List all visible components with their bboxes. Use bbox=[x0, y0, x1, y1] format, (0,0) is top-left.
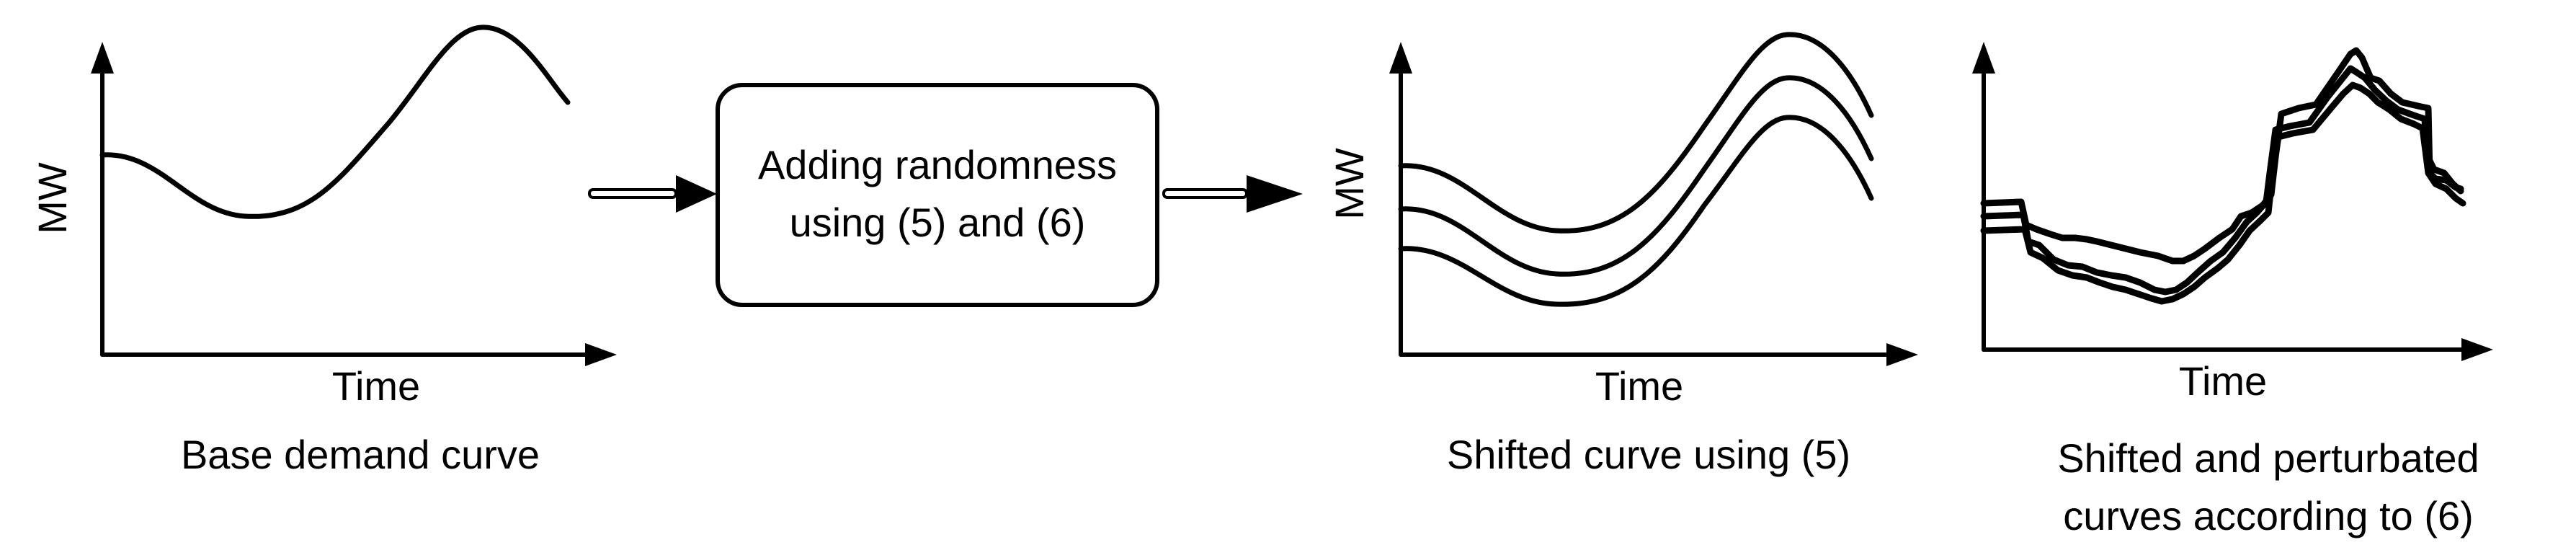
x-axis-arrowhead-base bbox=[585, 343, 617, 366]
process-box-frame bbox=[716, 83, 1159, 307]
panel-shifted: MW Time Shifted curve using (5) bbox=[1327, 32, 1918, 477]
perturbed-curve-lower bbox=[1980, 81, 2466, 305]
shifted-curve-lower bbox=[1398, 115, 1874, 307]
caption-shifted: Shifted curve using (5) bbox=[1447, 432, 1850, 477]
process-box-line2: using (5) and (6) bbox=[790, 200, 1086, 245]
shifted-curve-middle bbox=[1398, 75, 1874, 277]
panel-perturbed: Time Shifted and perturbated curves acco… bbox=[1972, 42, 2493, 538]
flow-arrow-shaft-1 bbox=[588, 188, 677, 199]
y-axis-arrowhead-base bbox=[91, 42, 114, 74]
flow-arrow-shaft-2 bbox=[1162, 188, 1248, 199]
y-axis-arrowhead-perturbed bbox=[1972, 42, 1995, 74]
x-axis-arrowhead-perturbed bbox=[2461, 338, 2493, 361]
perturbed-curve-middle bbox=[1980, 65, 2464, 296]
flow-arrow-2 bbox=[1162, 175, 1303, 213]
base-demand-curve bbox=[99, 25, 571, 219]
y-axis-label-shifted: MW bbox=[1327, 148, 1372, 220]
caption-base-demand: Base demand curve bbox=[181, 432, 540, 477]
x-axis-label-perturbed: Time bbox=[2179, 358, 2267, 404]
flow-arrow-1 bbox=[588, 175, 717, 213]
flow-arrow-head-2 bbox=[1247, 175, 1303, 213]
caption-perturbed-line2: curves according to (6) bbox=[2063, 493, 2474, 538]
y-axis-arrowhead-shifted bbox=[1389, 42, 1412, 74]
y-axis-label-base: MW bbox=[30, 162, 75, 234]
panel-base-demand: MW Time Base demand curve bbox=[30, 25, 617, 477]
x-axis-label-shifted: Time bbox=[1595, 363, 1683, 409]
x-axis-arrowhead-shifted bbox=[1886, 343, 1918, 366]
x-axis-label-base: Time bbox=[332, 363, 420, 409]
shifted-curve-upper bbox=[1398, 32, 1874, 234]
process-box-line1: Adding randomness bbox=[758, 142, 1117, 187]
perturbed-curve-upper bbox=[1980, 47, 2464, 265]
caption-perturbed-line1: Shifted and perturbated bbox=[2057, 435, 2479, 481]
process-box: Adding randomness using (5) and (6) bbox=[716, 83, 1159, 307]
flow-arrow-head-1 bbox=[676, 175, 717, 213]
